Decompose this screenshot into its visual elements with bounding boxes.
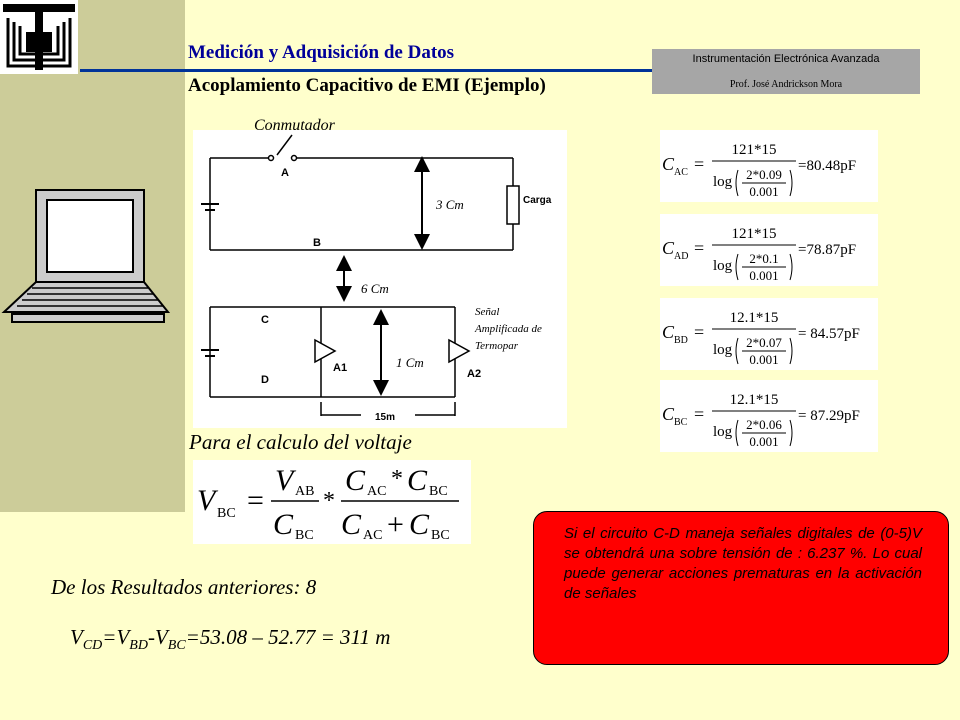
amplifier-a1-icon: [314, 338, 337, 364]
signal-label-2: Amplificada de: [474, 323, 542, 335]
node-c-label: C: [261, 314, 269, 326]
switch-label: Conmutador: [254, 117, 335, 134]
amp-a2-label: A2: [467, 368, 481, 380]
svg-text:2*0.1: 2*0.1: [749, 251, 778, 266]
amplifier-a2-icon: [448, 338, 471, 364]
svg-text:=: =: [694, 154, 704, 174]
calc-title: Para el calculo del voltaje: [189, 430, 412, 454]
svg-text:0.001: 0.001: [749, 268, 778, 283]
svg-text:2*0.09: 2*0.09: [746, 167, 782, 182]
signal-label-1: Señal: [475, 306, 499, 318]
dist-between-label: 6 Cm: [361, 281, 389, 296]
formula-vbc: V BC = V AB C BC * C AC * C BC C AC + C …: [193, 460, 471, 544]
battery-top-icon: [201, 203, 219, 211]
svg-text:C: C: [662, 154, 675, 174]
results-title: De los Resultados anteriores: 8: [51, 575, 317, 599]
load-label: Carga: [523, 195, 552, 206]
switch-contact-2: [290, 154, 298, 162]
slide-title: Medición y Adquisición de Datos: [188, 42, 455, 63]
svg-text:V: V: [275, 464, 297, 497]
svg-text:=: =: [694, 322, 704, 342]
svg-text:0.001: 0.001: [749, 434, 778, 449]
laptop-icon: [0, 180, 175, 335]
svg-text:C: C: [662, 322, 675, 342]
svg-text:12.1*15: 12.1*15: [730, 310, 779, 326]
signal-label-3: Termopar: [475, 340, 519, 352]
svg-text:AC: AC: [363, 528, 382, 543]
formula-cbc: C BC = 12.1*15 log 2*0.06 0.001 = 87.29p…: [660, 380, 878, 452]
formula-cad: C AD = 121*15 log 2*0.1 0.001 =78.87pF: [660, 214, 878, 286]
svg-text:BC: BC: [295, 528, 314, 543]
svg-text:BD: BD: [674, 335, 688, 346]
svg-text:*: *: [323, 488, 335, 514]
svg-text:+: +: [387, 508, 404, 541]
svg-text:AC: AC: [674, 167, 688, 178]
svg-text:=: =: [694, 238, 704, 258]
svg-text:=80.48pF: =80.48pF: [798, 158, 856, 174]
node-b-label: B: [313, 237, 321, 249]
svg-text:121*15: 121*15: [732, 142, 777, 158]
svg-text:2*0.07: 2*0.07: [746, 335, 782, 350]
svg-text:0.001: 0.001: [749, 352, 778, 367]
formula-cac: C AC = 121*15 log 2*0.09 0.001 =80.48pF: [660, 130, 878, 202]
svg-text:BC: BC: [429, 484, 448, 499]
dist-cd-label: 1 Cm: [396, 355, 424, 370]
svg-text:BC: BC: [431, 528, 450, 543]
note-text: Si el circuito C-D maneja señales digita…: [564, 525, 922, 602]
svg-text:C: C: [662, 238, 675, 258]
dist-ab-label: 3 Cm: [435, 197, 464, 212]
course-box: [652, 49, 920, 94]
svg-text:0.001: 0.001: [749, 184, 778, 199]
svg-text:*: *: [391, 466, 403, 492]
svg-text:C: C: [409, 508, 430, 541]
svg-text:log: log: [713, 342, 733, 358]
svg-text:=: =: [694, 404, 704, 424]
svg-text:C: C: [273, 508, 294, 541]
svg-text:12.1*15: 12.1*15: [730, 392, 779, 408]
svg-text:2*0.06: 2*0.06: [746, 417, 782, 432]
circuit-diagram: Carga A B C D A1 A2 15m 3 Cm 6 Cm 1 Cm S…: [193, 130, 567, 428]
amp-a1-label: A1: [333, 362, 347, 374]
svg-text:121*15: 121*15: [732, 226, 777, 242]
svg-text:C: C: [662, 404, 675, 424]
battery-bottom-icon: [201, 349, 219, 357]
node-d-label: D: [261, 374, 269, 386]
svg-text:log: log: [713, 424, 733, 440]
svg-text:log: log: [713, 174, 733, 190]
node-a-label: A: [281, 167, 289, 179]
svg-text:C: C: [345, 464, 366, 497]
svg-text:= 84.57pF: = 84.57pF: [798, 326, 860, 342]
svg-text:C: C: [407, 464, 428, 497]
result-equation: VCD=VBD-VBC=53.08 – 52.77 = 311 m: [70, 625, 391, 654]
switch-contact-1: [267, 154, 275, 162]
svg-text:AC: AC: [367, 484, 386, 499]
svg-text:=78.87pF: =78.87pF: [798, 242, 856, 258]
note-box: Si el circuito C-D maneja señales digita…: [533, 511, 949, 665]
svg-text:=: =: [247, 484, 264, 517]
svg-text:log: log: [713, 258, 733, 274]
load-icon: [506, 185, 520, 225]
svg-text:AB: AB: [295, 484, 314, 499]
professor-name: Prof. José Andrickson Mora: [729, 79, 843, 90]
svg-text:BC: BC: [674, 417, 688, 428]
slide-subtitle: Acoplamiento Capacitivo de EMI (Ejemplo): [188, 75, 546, 96]
svg-text:V: V: [197, 484, 219, 517]
formula-cbd: C BD = 12.1*15 log 2*0.07 0.001 = 84.57p…: [660, 298, 878, 370]
svg-text:BC: BC: [217, 506, 236, 521]
svg-text:AD: AD: [674, 251, 688, 262]
course-name: Instrumentación Electrónica Avanzada: [692, 53, 880, 65]
institution-logo: [0, 0, 78, 74]
svg-text:C: C: [341, 508, 362, 541]
svg-text:= 87.29pF: = 87.29pF: [798, 408, 860, 424]
length-label: 15m: [375, 412, 395, 423]
header-rule: [80, 69, 920, 72]
